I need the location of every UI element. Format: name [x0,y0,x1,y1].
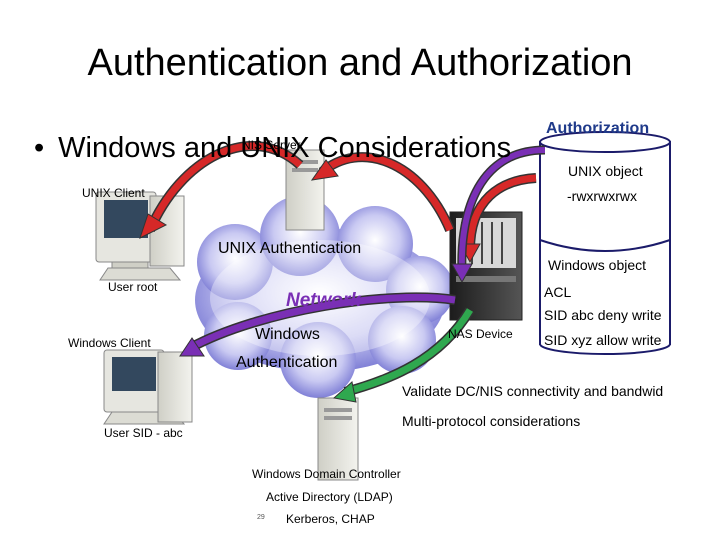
domain-controller-tower [317,397,359,481]
windows-authentication-label-1: Windows [255,326,320,343]
user-sid-label: User SID - abc [104,426,183,440]
sid-deny-label: SID abc deny write [544,307,662,323]
kerberos-label: Kerberos, CHAP [286,512,375,526]
user-root-label: User root [108,280,158,294]
windows-object-label: Windows object [548,257,647,273]
page-title: Authentication and Authorization [87,42,633,84]
authorization-title: Authorization [546,120,650,137]
authorization-cylinder [539,131,671,355]
arrows [139,141,546,403]
bullet-label: Windows and UNIX Considerations [58,132,512,164]
nas-device-label: NAS Device [448,327,513,341]
unix-permissions-label: -rwxrwxrwx [567,188,637,204]
bullet-dot: • [34,132,45,164]
domain-controller-label: Windows Domain Controller [252,467,401,481]
windows-client-label: Windows Client [68,336,151,350]
slide-number: 29 [257,514,265,521]
acl-label: ACL [544,284,572,300]
windows-client-computer [103,349,193,425]
validate-note: Validate DC/NIS connectivity and bandwid [402,383,664,399]
windows-authentication-label-2: Authentication [236,354,338,371]
sid-allow-label: SID xyz allow write [544,332,662,348]
network-label: Network [286,290,361,311]
unix-object-label: UNIX object [568,163,643,179]
unix-client-computer [95,191,185,281]
multiprotocol-note: Multi-protocol considerations [402,413,581,429]
bullet-text: • Windows and UNIX Considerations [34,132,511,165]
unix-client-label: UNIX Client [82,186,145,200]
unix-authentication-label: UNIX Authentication [218,240,362,257]
nis-server-label: NIS Server [242,138,301,152]
active-directory-label: Active Directory (LDAP) [266,490,393,504]
